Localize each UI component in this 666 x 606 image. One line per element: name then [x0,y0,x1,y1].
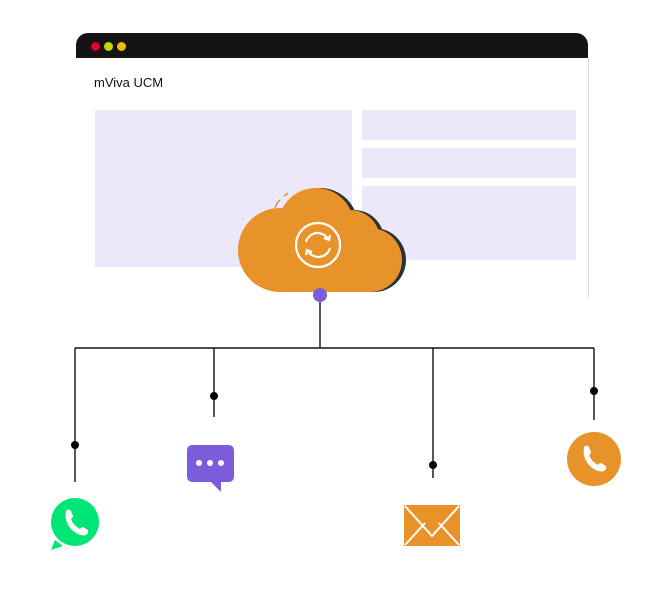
content-panel-row-2 [362,148,576,178]
close-dot-icon [91,42,100,51]
hub-connector-dot [313,288,327,302]
cloud-icon [238,188,406,292]
app-title: mViva UCM [94,75,164,90]
chat-bubble-icon[interactable] [187,445,234,492]
minimize-dot-icon [104,42,113,51]
phone-icon[interactable] [567,432,621,486]
maximize-dot-icon [117,42,126,51]
sync-icon [294,221,342,269]
connector-lines [74,298,595,482]
window-titlebar [76,33,588,58]
mail-icon[interactable] [404,505,460,546]
content-panel-row-1 [362,110,576,140]
whatsapp-icon[interactable] [51,498,99,550]
junction-dots [71,387,598,469]
